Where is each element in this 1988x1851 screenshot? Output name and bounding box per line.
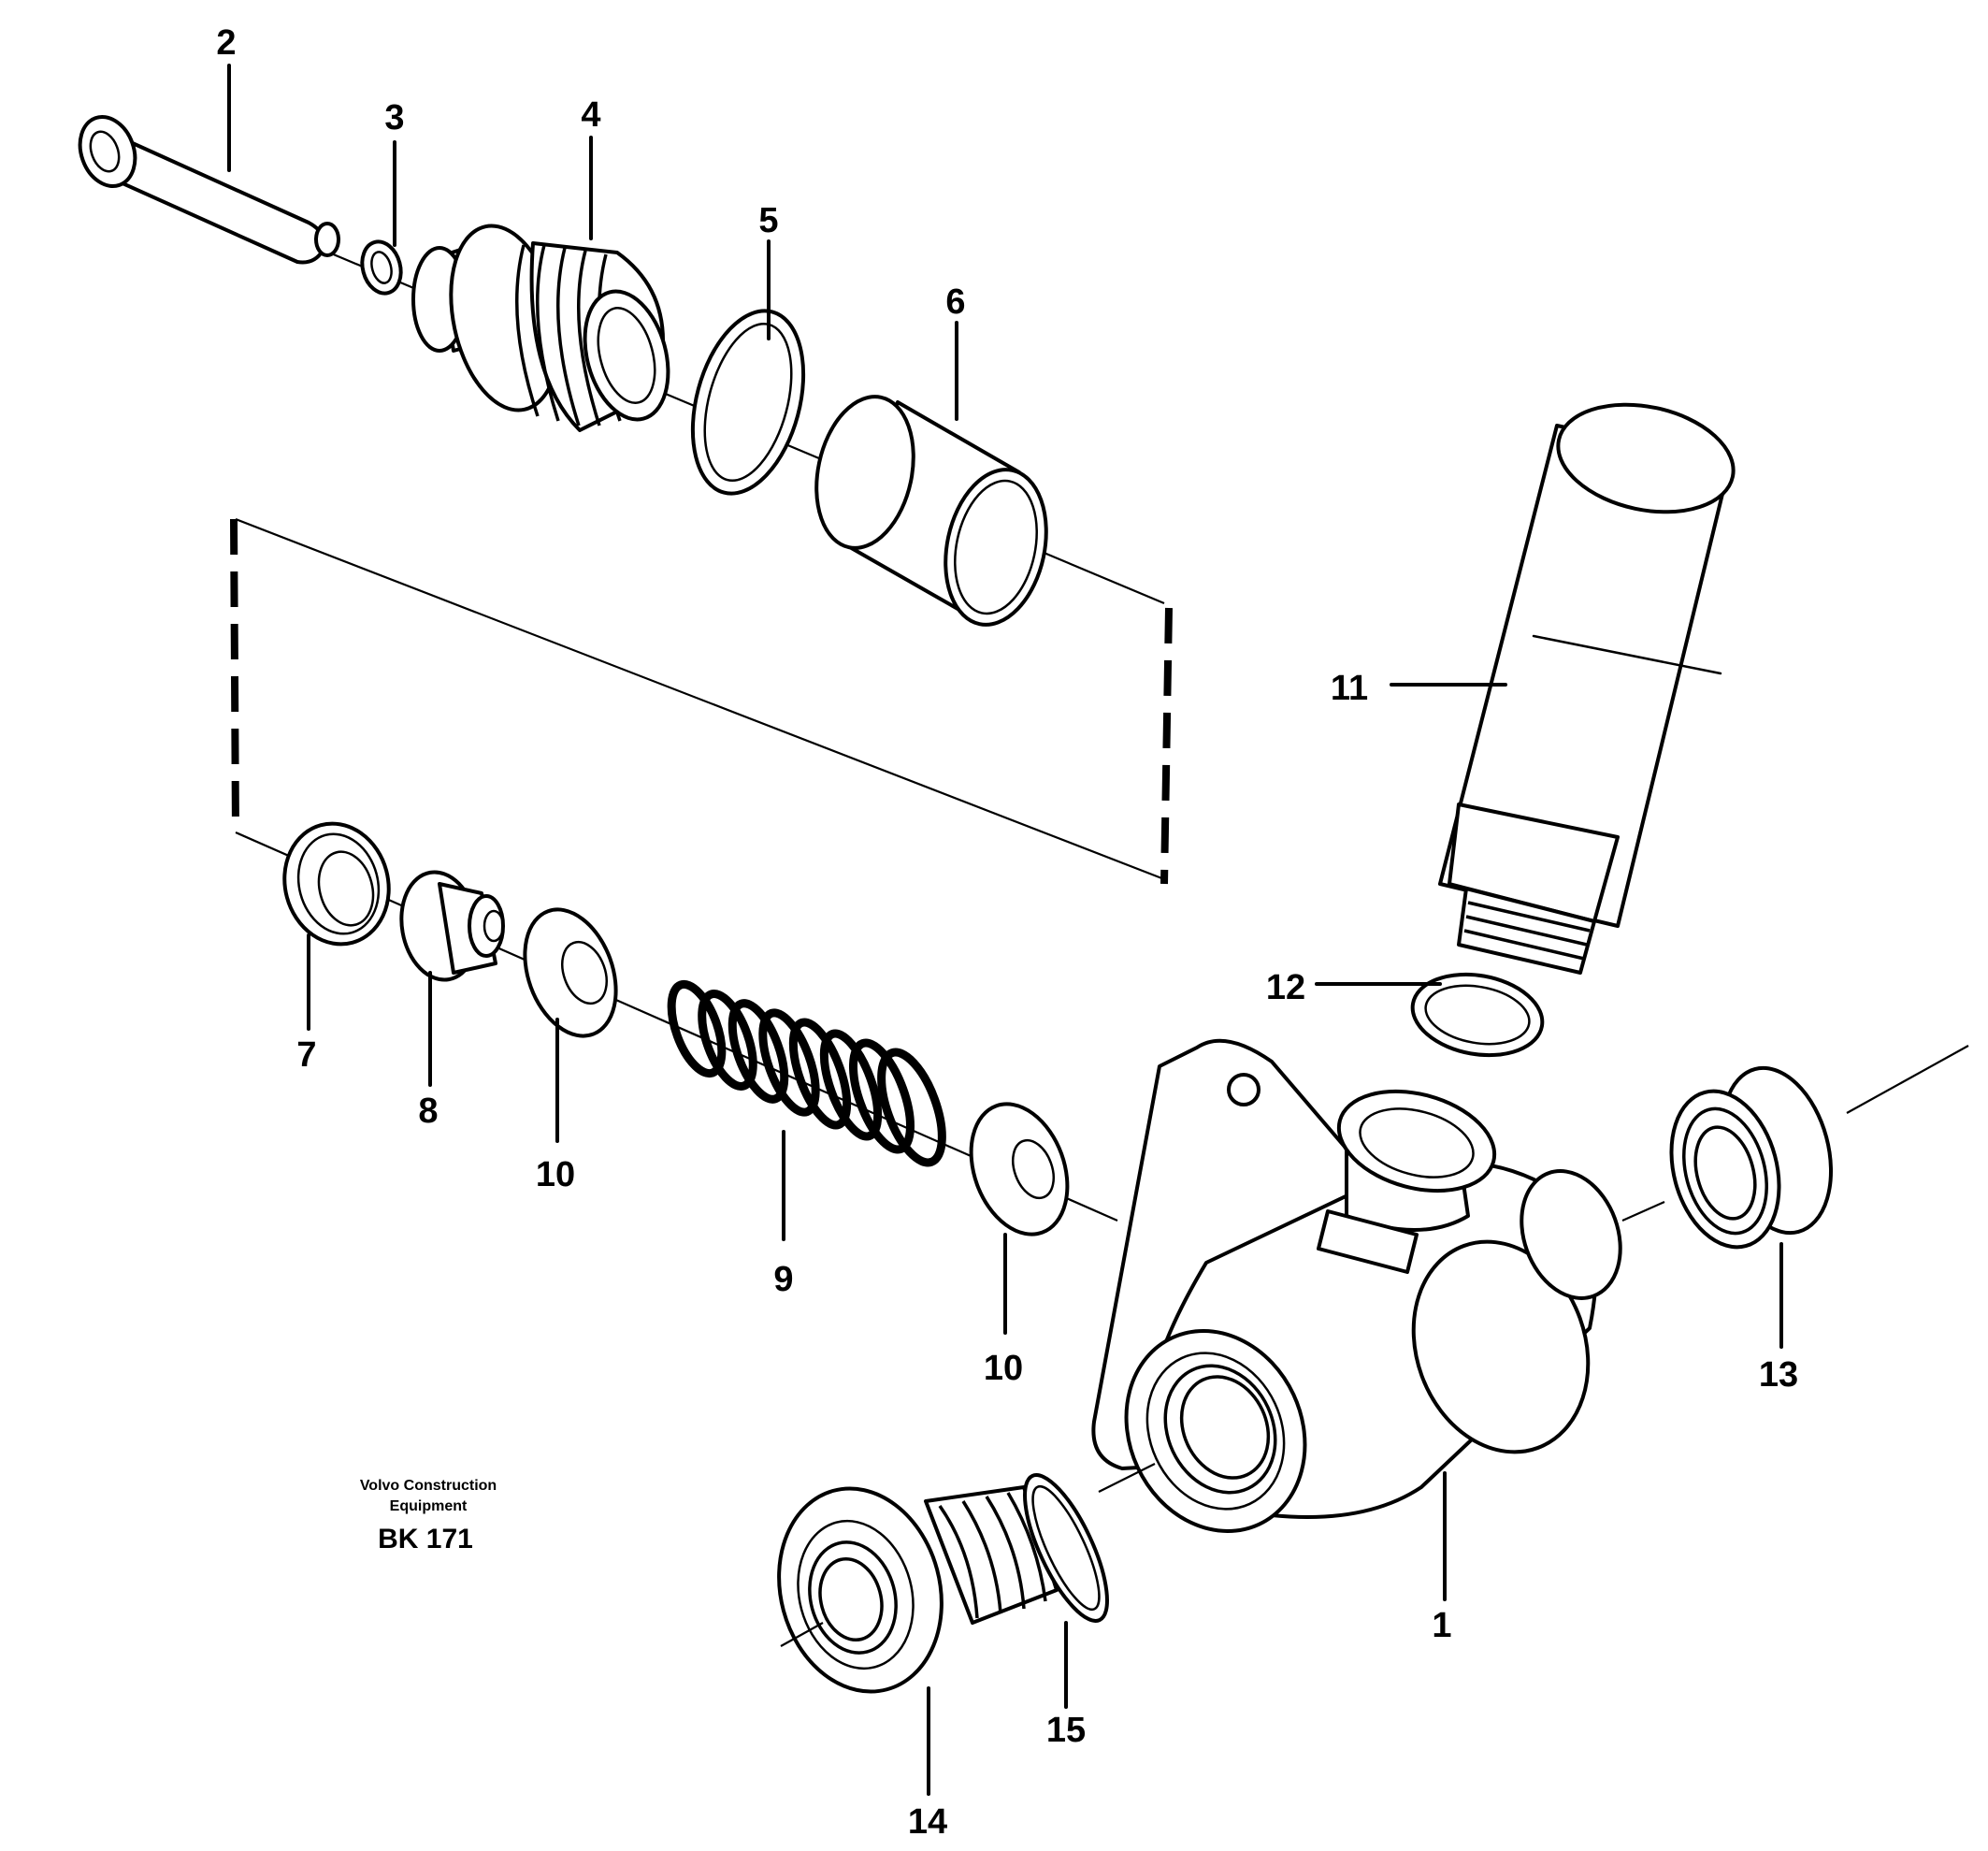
part-10-washer-right: [969, 1102, 1070, 1236]
callout-10-left: 10: [536, 1155, 575, 1194]
part-3-small-ring: [360, 239, 403, 296]
callout-11: 11: [1331, 669, 1368, 708]
part-4-threaded-plug: [411, 224, 670, 432]
callout-10-right: 10: [984, 1349, 1023, 1388]
part-5-o-ring: [690, 309, 806, 496]
callout-9: 9: [773, 1260, 793, 1299]
callout-1: 1: [1432, 1606, 1451, 1645]
callout-7: 7: [296, 1035, 316, 1075]
part-14-fitting: [777, 1485, 1059, 1694]
part-9-spring: [667, 979, 946, 1167]
part-12-ring: [1410, 972, 1545, 1058]
manufacturer-block: Volvo Construction Equipment BK 171: [360, 1478, 497, 1555]
callout-3: 3: [384, 98, 404, 137]
drawing-code: BK 171: [378, 1524, 473, 1555]
callout-5: 5: [758, 201, 778, 240]
part-2-pin: [78, 115, 340, 265]
callout-labels: 2 3 4 5 6 7 8 9 10 10 11 12 13 14 15 1: [216, 23, 1798, 1842]
part-1-pump-housing: [1091, 1038, 1622, 1534]
callout-2: 2: [216, 23, 236, 63]
callout-8: 8: [418, 1092, 438, 1131]
callout-15: 15: [1046, 1711, 1086, 1750]
part-6-sleeve: [814, 395, 1048, 627]
callout-4: 4: [581, 95, 600, 135]
leader-lines: [227, 64, 1783, 1796]
manufacturer-line-2: Equipment: [390, 1498, 468, 1514]
callout-6: 6: [945, 282, 965, 322]
callout-14: 14: [908, 1802, 947, 1842]
part-8-valve: [399, 870, 505, 982]
callout-12: 12: [1266, 968, 1305, 1007]
part-15-ring: [1023, 1463, 1156, 1623]
part-10-washer-left: [523, 907, 618, 1038]
callout-13: 13: [1759, 1355, 1798, 1395]
manufacturer-line-1: Volvo Construction: [360, 1478, 497, 1494]
part-7-cup-seal: [282, 821, 391, 947]
part-13-plug: [1621, 1045, 1969, 1250]
part-11-filter: [1438, 402, 1736, 975]
